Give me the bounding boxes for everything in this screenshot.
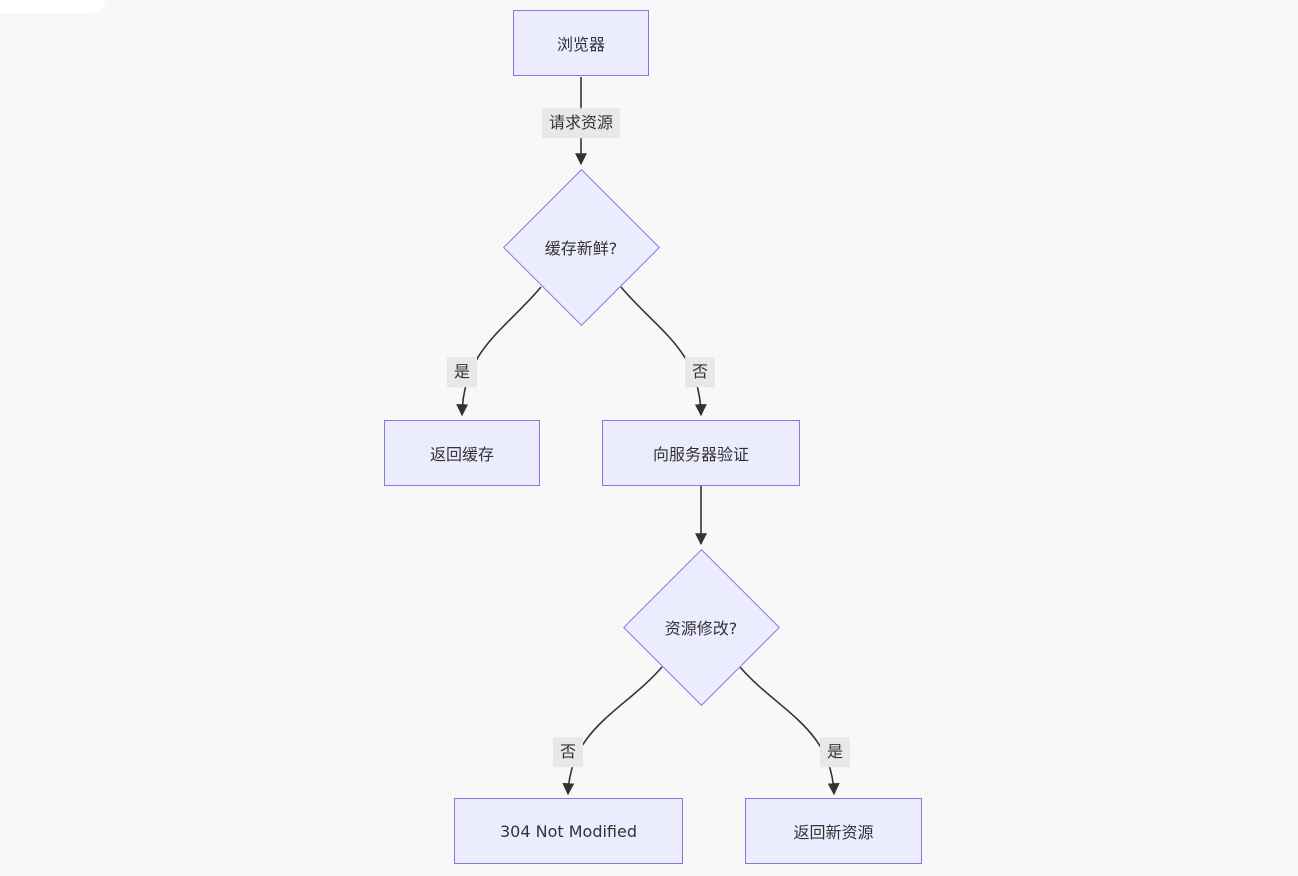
edge-resource-modified-to-return-new bbox=[739, 666, 840, 796]
edge-cache-fresh-to-validate-server bbox=[620, 286, 707, 417]
node-return-new-label: 返回新资源 bbox=[793, 823, 874, 842]
edge-label-yes-modified: 是 bbox=[819, 737, 851, 767]
node-not-modified-label: 304 Not Modified bbox=[499, 821, 637, 841]
edge-label-no-modified: 否 bbox=[552, 737, 584, 767]
node-return-new: 返回新资源 bbox=[745, 798, 922, 864]
node-return-cache-label: 返回缓存 bbox=[429, 445, 494, 464]
node-not-modified: 304 Not Modified bbox=[454, 798, 683, 864]
node-validate-server-label: 向服务器验证 bbox=[652, 445, 749, 464]
node-validate-server: 向服务器验证 bbox=[602, 420, 800, 486]
edge-cache-fresh-to-return-cache bbox=[456, 286, 542, 417]
node-browser-label: 浏览器 bbox=[556, 35, 605, 54]
corner-blob bbox=[0, 0, 107, 13]
edge-label-yes-cache: 是 bbox=[446, 357, 478, 387]
edge-resource-modified-to-not-modified bbox=[562, 666, 663, 796]
edge-label-request-resource: 请求资源 bbox=[541, 108, 621, 138]
node-return-cache: 返回缓存 bbox=[384, 420, 540, 486]
node-browser: 浏览器 bbox=[513, 10, 649, 76]
edge-label-no-cache: 否 bbox=[684, 357, 716, 387]
node-cache-fresh-label: 缓存新鲜? bbox=[544, 239, 618, 258]
node-resource-modified-label: 资源修改? bbox=[664, 619, 738, 638]
